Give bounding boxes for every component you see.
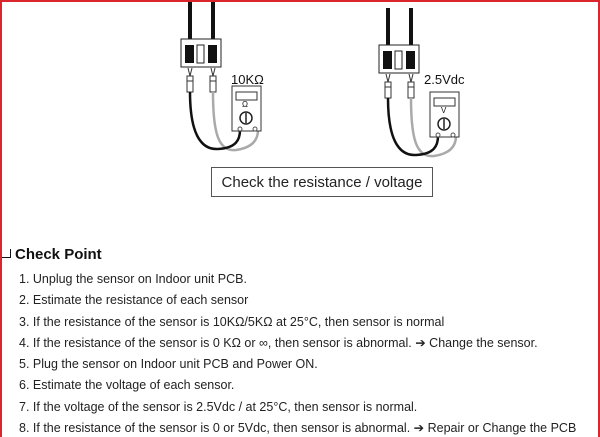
- diagram-caption: Check the resistance / voltage: [211, 167, 433, 197]
- list-item: 5. Plug the sensor on Indoor unit PCB an…: [19, 357, 318, 372]
- check-point-heading: Check Point: [2, 246, 102, 263]
- check-point-title: Check Point: [15, 246, 102, 263]
- list-item: 3. If the resistance of the sensor is 10…: [19, 314, 445, 329]
- right-reading-label: 2.5Vdc: [424, 72, 465, 87]
- checkbox-bullet-icon: [2, 249, 11, 258]
- check-point-list: 1. Unplug the sensor on Indoor unit PCB.…: [19, 270, 576, 437]
- left-reading-label: 10KΩ: [231, 72, 264, 87]
- list-item: 6. Estimate the voltage of each sensor.: [19, 378, 235, 393]
- list-item: 1. Unplug the sensor on Indoor unit PCB.: [19, 272, 247, 286]
- measurement-diagram: [179, 2, 461, 158]
- list-item: 2. Estimate the resistance of each senso…: [19, 293, 249, 308]
- volt-symbol: V: [441, 106, 447, 115]
- list-item: 8. If the resistance of the sensor is 0 …: [19, 421, 577, 436]
- list-item: 7. If the voltage of the sensor is 2.5Vd…: [19, 399, 418, 414]
- list-item: 4. If the resistance of the sensor is 0 …: [19, 335, 538, 350]
- ohm-symbol: Ω: [242, 100, 248, 109]
